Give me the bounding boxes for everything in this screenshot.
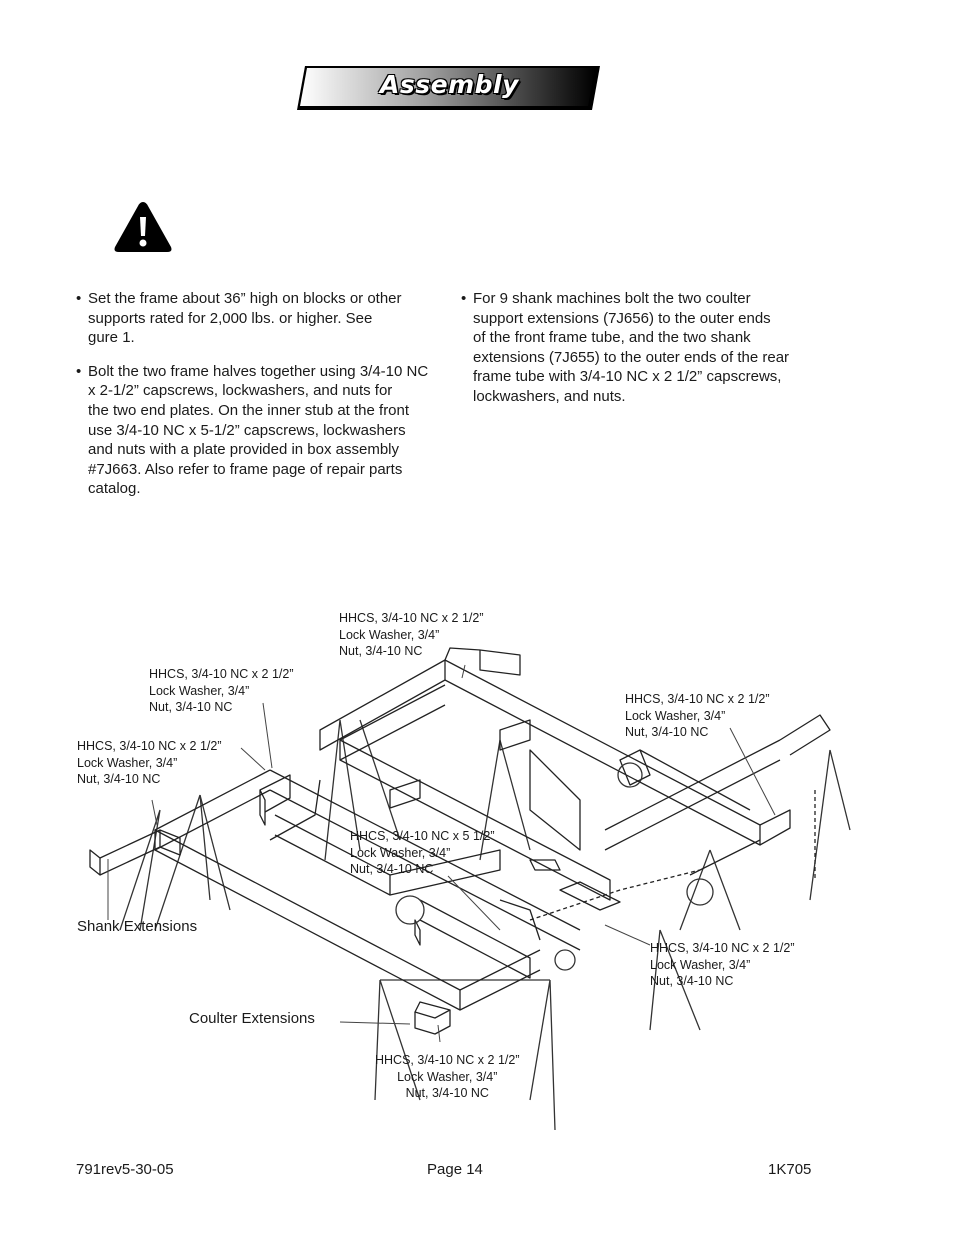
coulter-extensions-label: Coulter Extensions: [189, 1010, 315, 1027]
centerline: [529, 869, 701, 921]
frame-left-half: [89, 769, 581, 1035]
right-instructions: For 9 shank machines bolt the two coulte…: [461, 289, 831, 421]
callout-left: HHCS, 3/4-10 NC x 2 1/2” Lock Washer, 3/…: [77, 739, 222, 786]
sawhorse-supports: [119, 719, 851, 1131]
frame-right-half: [319, 647, 831, 911]
banner-background: [297, 66, 600, 110]
instruction-text: For 9 shank machines bolt the two coulte…: [473, 290, 790, 405]
callout-right-top: HHCS, 3/4-10 NC x 2 1/2” Lock Washer, 3/…: [625, 692, 770, 739]
frame-assembly-figure: HHCS, 3/4-10 NC x 2 1/2” Lock Washer, 3/…: [60, 600, 860, 1140]
instruction-item: Bolt the two frame halves together using…: [76, 362, 446, 499]
warning-triangle-icon: [114, 202, 172, 252]
frame-drawing: [89, 647, 851, 1131]
callout-top-center: HHCS, 3/4-10 NC x 2 1/2” Lock Washer, 3/…: [339, 611, 484, 658]
callout-upper-left: HHCS, 3/4-10 NC x 2 1/2” Lock Washer, 3/…: [149, 667, 294, 714]
section-banner: Assembly: [297, 64, 602, 112]
leader-lines: [107, 664, 776, 1043]
left-instructions: Set the frame about 36” high on blocks o…: [76, 289, 446, 513]
callout-center: HHCS, 3/4-10 NC x 5 1/2” Lock Washer, 3/…: [350, 829, 495, 876]
footer-revision: 791rev5-30-05: [76, 1161, 174, 1178]
callout-bottom: HHCS, 3/4-10 NC x 2 1/2” Lock Washer, 3/…: [375, 1053, 520, 1100]
callout-right-bottom: HHCS, 3/4-10 NC x 2 1/2” Lock Washer, 3/…: [650, 941, 795, 988]
plates: [395, 762, 714, 971]
instruction-item: Set the frame about 36” high on blocks o…: [76, 289, 446, 348]
shank-extensions-label: Shank Extensions: [77, 918, 198, 935]
page-title: Assembly: [380, 70, 519, 99]
footer-page-number: Page 14: [427, 1161, 483, 1178]
instruction-text: Set the frame about 36” high on blocks o…: [88, 290, 402, 347]
instruction-item: For 9 shank machines bolt the two coulte…: [461, 289, 831, 407]
instruction-text: Bolt the two frame halves together using…: [88, 362, 429, 498]
footer-model: 1K705: [768, 1161, 812, 1178]
